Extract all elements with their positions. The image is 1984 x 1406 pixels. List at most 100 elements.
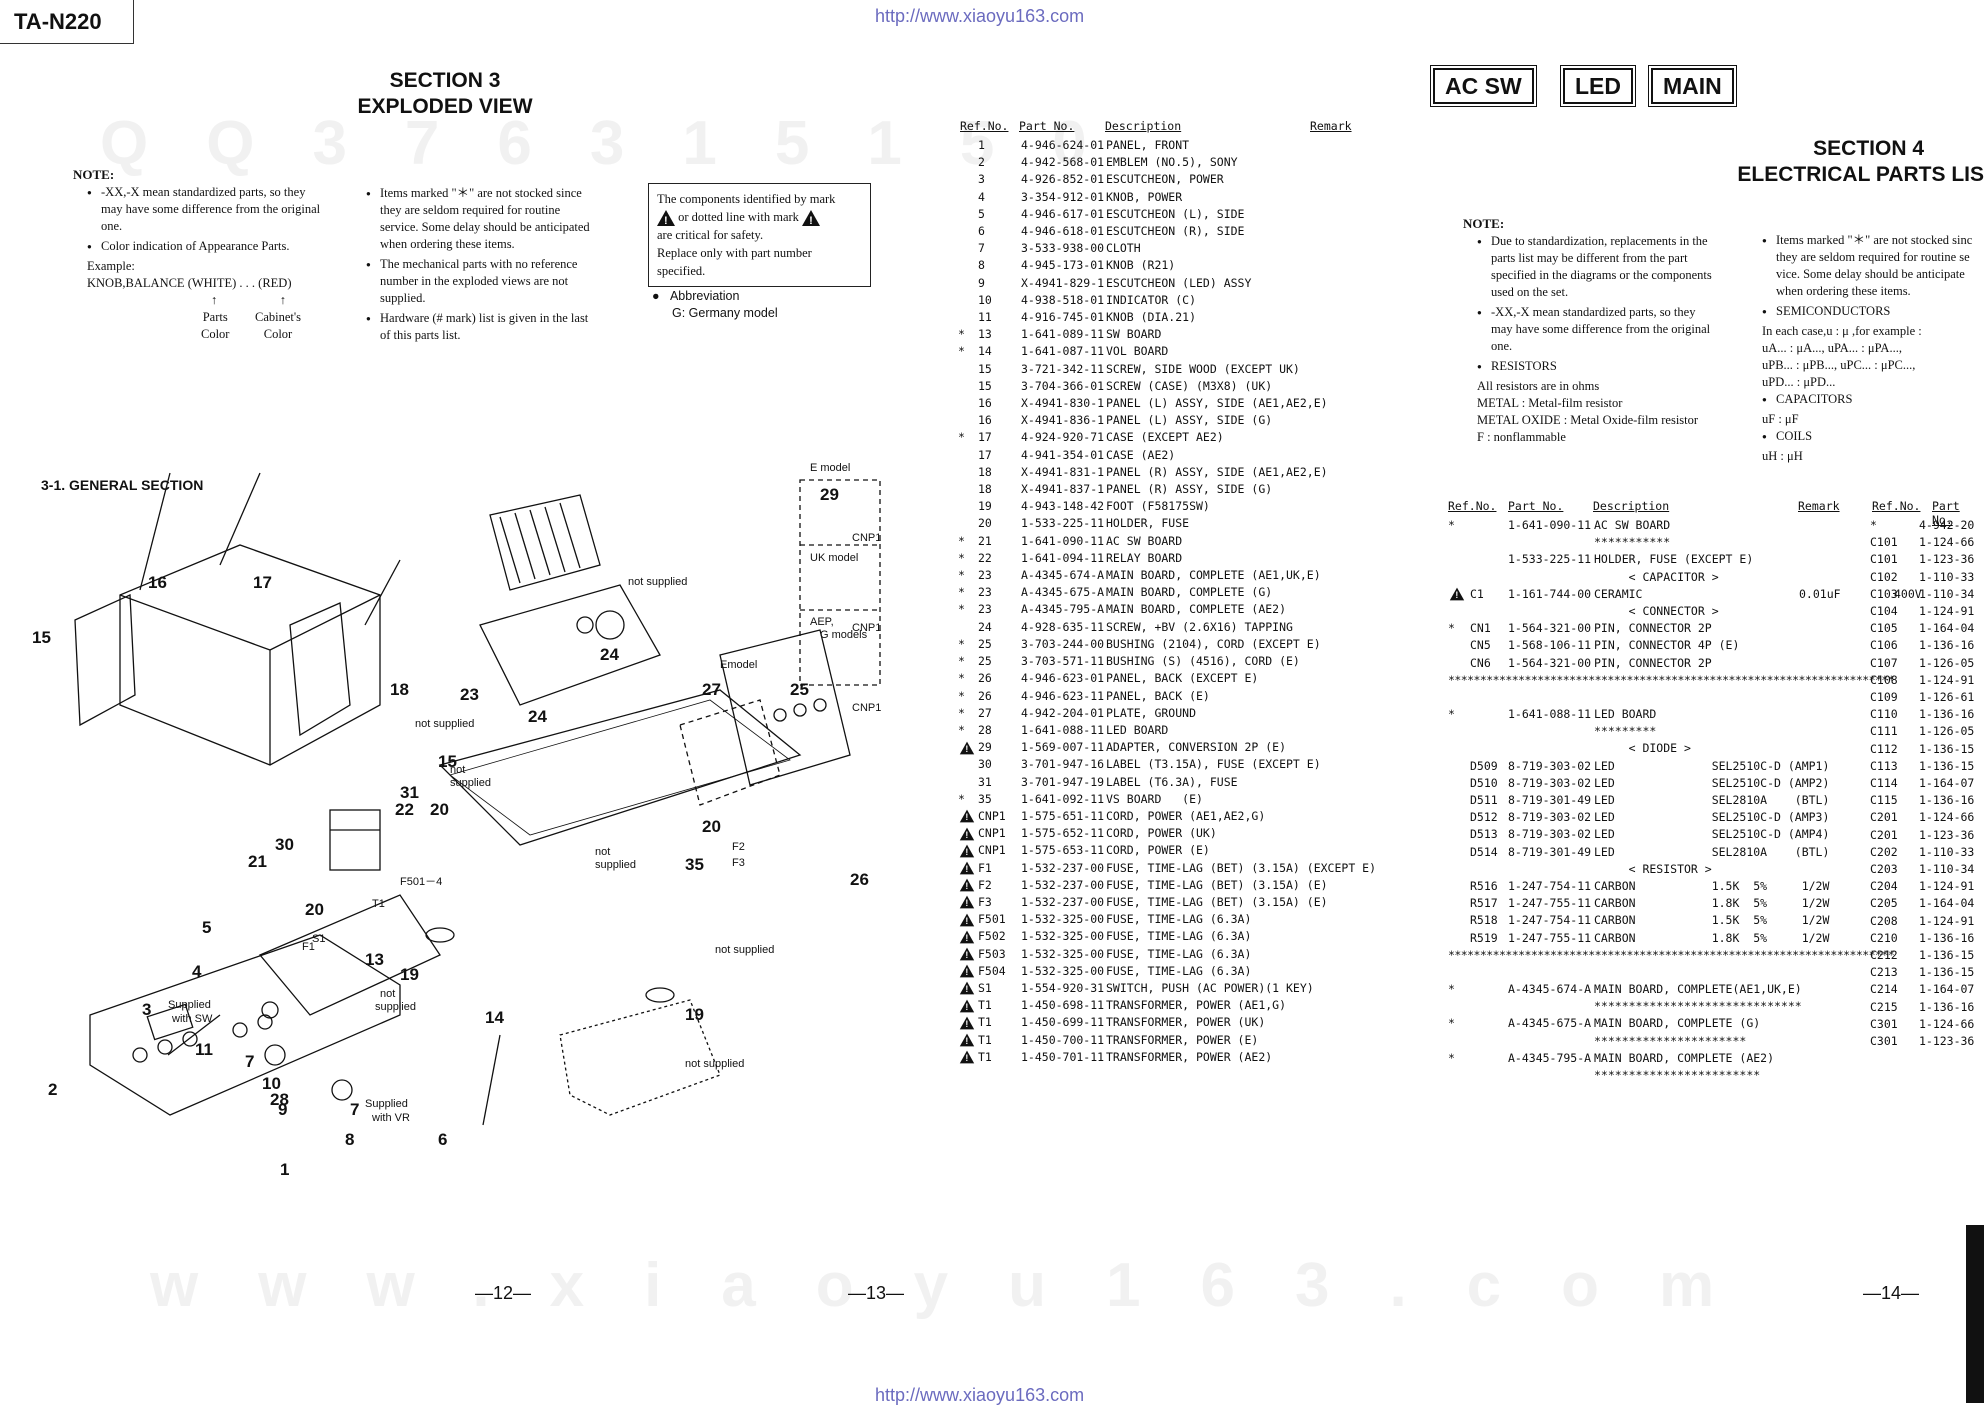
ref-no-cell: F503 xyxy=(978,946,1006,961)
coil-heading: COILS xyxy=(1762,428,1984,445)
description-cell: CORD, POWER (E) xyxy=(1106,843,1210,858)
callout-30: 30 xyxy=(275,835,294,854)
separator-stars: ****************************************… xyxy=(1448,947,1895,962)
mark-cell: C201 xyxy=(1870,810,1898,825)
col-part-no: Part No. xyxy=(1932,499,1960,527)
example-text: KNOB,BALANCE (WHITE) . . . (RED) xyxy=(87,276,292,290)
caution-line1: The components identified by mark xyxy=(657,192,836,206)
ref-no-cell: 17 xyxy=(978,430,992,445)
ref-no-cell: 31 xyxy=(978,774,992,789)
callout-20a: 20 xyxy=(430,800,449,819)
part-no-cell: 1-450-701-11 xyxy=(1021,1049,1105,1064)
mark-cell: C208 xyxy=(1870,913,1898,928)
warning-triangle-icon xyxy=(959,999,975,1015)
remark-cell: SEL2810A (BTL) xyxy=(1711,844,1830,859)
ref-no-cell: 17 xyxy=(978,447,992,462)
resistor-line: METAL OXIDE : Metal Oxide-film resistor xyxy=(1477,413,1699,427)
mark-cell xyxy=(1448,1033,1508,1050)
warning-triangle-icon xyxy=(959,827,975,843)
mark-cell: C203 xyxy=(1870,862,1898,877)
not-supplied-label: supplied xyxy=(450,777,491,789)
mark-cell xyxy=(1448,586,1470,603)
ref-no-cell: 16 xyxy=(978,396,992,411)
note-item: Hardware (# mark) list is given in the l… xyxy=(366,310,597,344)
section4-title: SECTION 4 ELECTRICAL PARTS LIS xyxy=(1670,136,1984,188)
table-row: < CAPACITOR > xyxy=(1448,569,1954,586)
cabinet-color-label: Cabinet's Color xyxy=(255,310,301,341)
warning-triangle-icon xyxy=(959,810,975,825)
mark-cell xyxy=(958,1049,978,1066)
warning-triangle-icon xyxy=(959,741,975,757)
description-cell: BUSHING (2104), CORD (EXCEPT E) xyxy=(1106,636,1321,651)
ref-no-cell: CNP1 xyxy=(978,826,1006,841)
mark-cell: * xyxy=(958,791,965,806)
ref-no-cell: D513 xyxy=(1470,827,1498,842)
ref-no-cell: 1-126-61 xyxy=(1918,690,1975,705)
callout-7b: 7 xyxy=(350,1100,359,1119)
warning-triangle-icon xyxy=(959,947,975,963)
ref-no-cell: 1-110-34 xyxy=(1918,862,1975,877)
section3-notes-mid: Items marked "＊" are not stocked since t… xyxy=(352,185,597,347)
ref-no-cell: F501 xyxy=(978,912,1006,927)
parts-color-label: Parts Color xyxy=(201,310,230,341)
ref-no-cell: T1 xyxy=(978,1049,992,1064)
mark-cell xyxy=(958,963,978,980)
part-no-cell: A-4345-795-A xyxy=(1021,602,1105,617)
description-cell: LED xyxy=(1594,827,1615,842)
callout-16: 16 xyxy=(148,573,167,592)
mark-cell: C205 xyxy=(1870,896,1898,911)
table-row: ********************** xyxy=(1448,1033,1854,1050)
part-no-cell: 1-641-094-11 xyxy=(1021,550,1105,565)
source-url-bottom[interactable]: http://www.xiaoyu163.com xyxy=(875,1385,1085,1405)
part-no-cell: 1-641-088-11 xyxy=(1021,722,1105,737)
ref-no-cell: R516 xyxy=(1470,879,1498,894)
warning-triangle-icon xyxy=(959,1050,975,1066)
mark-cell xyxy=(1448,809,1470,826)
mark-cell xyxy=(958,842,978,860)
ref-no-cell: F1 xyxy=(978,860,992,875)
part-no-cell: 1-575-653-11 xyxy=(1021,843,1105,858)
mark-cell: C101 xyxy=(1870,535,1898,550)
remark-cell xyxy=(1712,740,1892,757)
col-ref-no: Ref.No. xyxy=(1872,499,1921,513)
description-cell: CARBON xyxy=(1594,896,1636,911)
description-cell: < CONNECTOR > xyxy=(1594,604,1719,619)
source-url-top[interactable]: http://www.xiaoyu163.com xyxy=(875,6,1085,26)
description-cell: CORD, POWER (UK) xyxy=(1106,826,1217,841)
warning-triangle-icon xyxy=(959,878,975,894)
table-row: < RESISTOR > xyxy=(1448,861,1902,878)
part-no-cell: 1-532-325-00 xyxy=(1021,912,1105,927)
note-item: Items marked "＊" are not stocked since t… xyxy=(366,185,597,253)
remark-cell: SEL2510C-D (AMP4) xyxy=(1711,827,1830,842)
col-ref-no: Ref.No. xyxy=(1448,499,1497,513)
description-cell: LED BOARD xyxy=(1594,707,1657,722)
example-arrows: ↑ ↑ xyxy=(211,293,286,307)
part-no-cell: X-4941-831-1 xyxy=(1021,464,1105,479)
ref-no-cell: S1 xyxy=(978,980,992,995)
part-no-cell: 4-946-623-11 xyxy=(1021,688,1105,703)
not-supplied-label: not supplied xyxy=(415,718,474,730)
mark-cell xyxy=(1448,912,1470,929)
description-cell: MAIN BOARD, COMPLETE (AE1,UK,E) xyxy=(1106,568,1321,583)
f501-4-label: F501－4 xyxy=(400,876,442,888)
description-cell: PANEL (L) ASSY, SIDE (G) xyxy=(1106,413,1273,428)
ref-no-cell: 1-124-91 xyxy=(1918,879,1975,894)
warning-triangle-icon xyxy=(1449,587,1465,603)
